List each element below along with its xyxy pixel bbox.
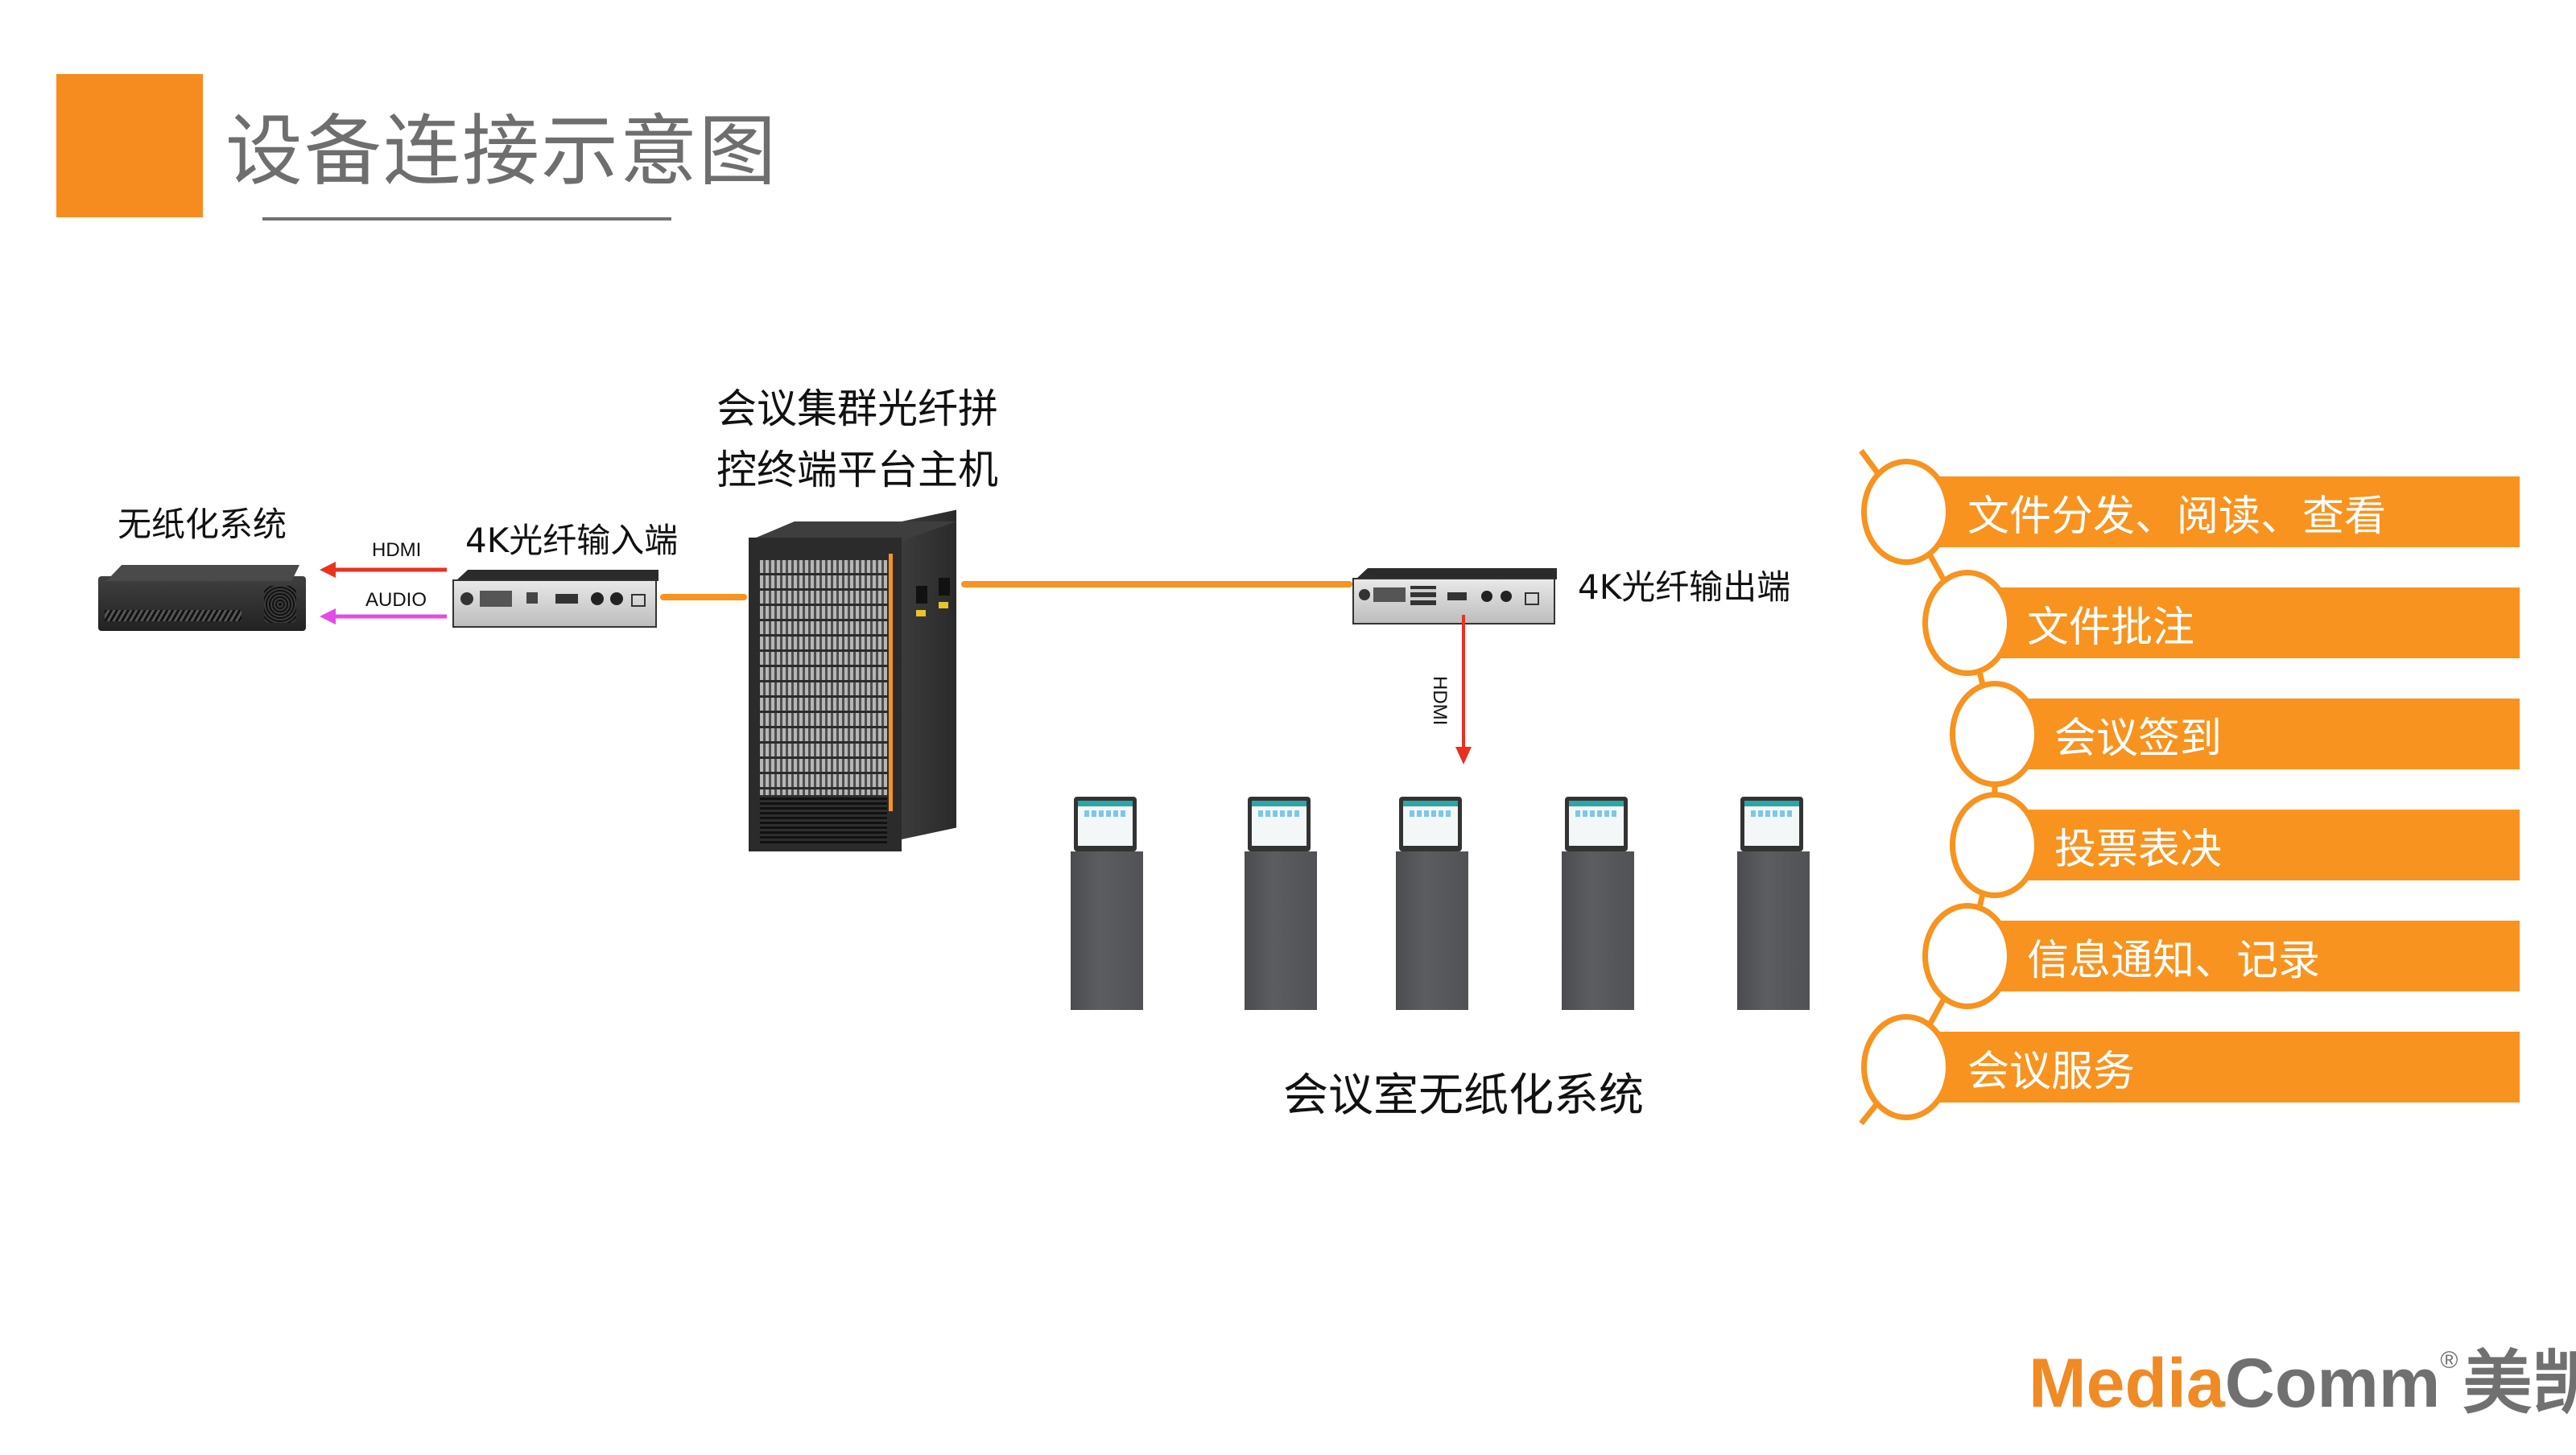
mediacomm-logo: MediaComm®美凯 <box>2029 1347 2576 1419</box>
hdmi-arrow <box>320 562 447 578</box>
rack-card-slot <box>760 606 887 619</box>
host-label-line2: 控终端平台主机 <box>716 447 998 493</box>
logo-media: Media <box>2029 1345 2225 1422</box>
rack-card-slot <box>760 560 887 573</box>
feature-bullet-circle-icon <box>1922 570 2013 676</box>
feature-bullet-circle-icon <box>1861 459 1951 565</box>
feature-item: 会议签到 <box>1995 699 2520 769</box>
host-label-line1: 会议集群光纤拼 <box>716 385 998 432</box>
fiber-link-host-to-output <box>961 581 1352 587</box>
rack-card-slot <box>760 728 887 741</box>
matrix-rack-icon <box>749 509 956 851</box>
feature-item-label: 会议签到 <box>2054 714 2223 763</box>
rack-card-slot <box>760 774 887 787</box>
feature-item: 信息通知、记录 <box>1967 921 2520 991</box>
feature-item: 文件分发、阅读、查看 <box>1906 476 2520 547</box>
hdmi-down-arrow <box>1455 615 1472 765</box>
lift-screen-terminal-icon <box>1562 797 1634 1010</box>
feature-bullet-circle-icon <box>1922 903 2013 1009</box>
audio-arrow <box>320 608 447 624</box>
lift-screen-terminal-icon <box>1737 797 1810 1010</box>
page-title: 设备连接示意图 <box>225 106 778 196</box>
feature-item: 文件批注 <box>1967 587 2520 658</box>
feature-bullet-circle-icon <box>1861 1014 1951 1120</box>
feature-item-label: 信息通知、记录 <box>2027 936 2321 985</box>
logo-comm: Comm <box>2224 1345 2441 1422</box>
paperless-system-label: 无纸化系统 <box>118 505 287 544</box>
feature-item-label: 会议服务 <box>1967 1047 2136 1096</box>
feature-item-label: 文件分发、阅读、查看 <box>1967 492 2387 541</box>
lift-screen-terminal-icon <box>1396 797 1468 1010</box>
output-endpoint-label: 4K光纤输出端 <box>1578 567 1791 607</box>
rack-card-slot <box>760 591 887 604</box>
logo-registered: ® <box>2440 1347 2458 1374</box>
rack-card-slot <box>760 682 887 695</box>
feature-item: 投票表决 <box>1995 810 2520 880</box>
rack-card-slot <box>760 698 887 711</box>
input-endpoint-label: 4K光纤输入端 <box>465 521 679 560</box>
rack-card-slot <box>760 744 887 756</box>
feature-bullet-circle-icon <box>1950 681 2040 787</box>
host-label: 会议集群光纤拼 控终端平台主机 <box>716 378 998 501</box>
title-accent-block <box>56 74 203 217</box>
rack-card-slot <box>760 652 887 665</box>
paperless-server-icon <box>98 565 306 631</box>
rack-card-slot <box>760 637 887 649</box>
logo-cn: 美凯 <box>2462 1343 2576 1424</box>
feature-item-label: 投票表决 <box>2054 825 2223 874</box>
rack-card-slot <box>760 713 887 726</box>
feature-item: 会议服务 <box>1906 1032 2520 1103</box>
audio-signal-label: AUDIO <box>365 589 427 611</box>
lift-screen-terminal-icon <box>1245 797 1317 1010</box>
lift-screen-terminal-icon <box>1071 797 1143 1010</box>
rack-card-slot <box>760 575 887 588</box>
fiber-receiver-icon <box>1352 568 1558 626</box>
feature-item-label: 文件批注 <box>2027 603 2195 652</box>
hdmi-signal-label: HDMI <box>372 539 422 561</box>
fiber-link-input-to-host <box>660 594 747 600</box>
rack-card-slot <box>760 667 887 680</box>
feature-bullet-circle-icon <box>1950 792 2040 898</box>
meeting-room-paperless-label: 会议室无纸化系统 <box>1283 1070 1644 1122</box>
fiber-transmitter-icon <box>452 570 662 628</box>
rack-card-slot <box>760 759 887 772</box>
title-underline <box>262 217 671 221</box>
rack-card-slot <box>760 621 887 634</box>
